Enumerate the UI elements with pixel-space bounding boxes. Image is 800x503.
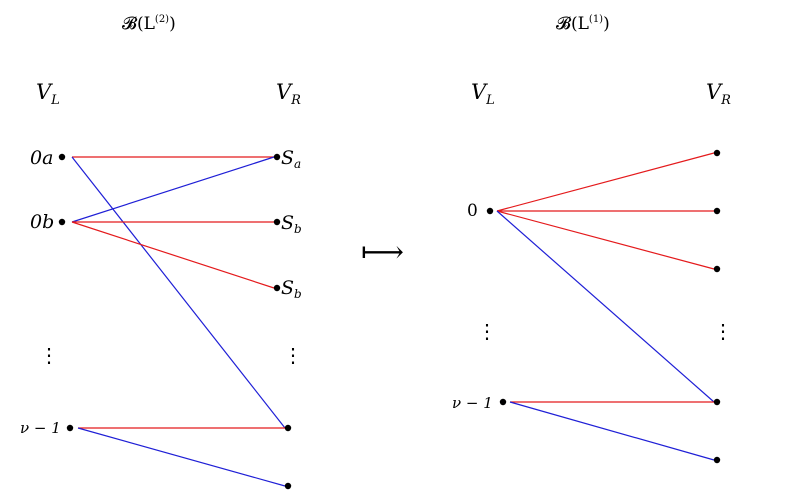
right-title-base: 𝓑(L bbox=[556, 14, 589, 34]
left_graph-node-Sb1 bbox=[273, 218, 281, 226]
left-graph-title: 𝓑(L(2)) bbox=[122, 14, 176, 34]
right-graph-node-label-vm1: ν − 1 bbox=[452, 394, 493, 412]
right-node-label-Sa: Sa bbox=[281, 147, 301, 171]
left_graph-node-r4 bbox=[284, 424, 292, 432]
left_graph-node-r5 bbox=[284, 482, 292, 490]
maps-to-arrow: ⟼ bbox=[361, 235, 404, 270]
right_graph-node-q1 bbox=[713, 149, 721, 157]
right-graph-node-label-0: 0 bbox=[467, 201, 478, 221]
left_graph-node-vm1 bbox=[66, 424, 74, 432]
left-title-close: ) bbox=[169, 14, 176, 34]
left-graph-right-ellipsis: ⋮ bbox=[283, 343, 303, 367]
left-graph-left-ellipsis: ⋮ bbox=[39, 343, 59, 367]
right_graph-edge-0-q1-red bbox=[496, 152, 715, 212]
right_graph-node-q5 bbox=[713, 456, 721, 464]
left-title-sup: (2) bbox=[155, 14, 169, 25]
left_graph-node-Sa bbox=[273, 153, 281, 161]
right-graph-nodes bbox=[486, 149, 721, 464]
right_graph-edge-0-q4-blue bbox=[496, 210, 715, 403]
left-title-base: 𝓑(L bbox=[122, 14, 155, 34]
left_graph-edge-0b-Sa-blue bbox=[71, 156, 275, 223]
left_graph-edge-0a-r4-blue bbox=[71, 156, 286, 429]
left_graph-edge-0b-Sb2-red bbox=[71, 221, 275, 289]
right_graph-node-vm1 bbox=[499, 398, 507, 406]
left-node-label-vm1: ν − 1 bbox=[20, 419, 61, 437]
right-graph-title: 𝓑(L(1)) bbox=[556, 14, 610, 34]
right-graph: 𝓑(L(1)) VL VR 0 ν − 1 ⋮ ⋮ bbox=[452, 14, 733, 464]
left-graph: 𝓑(L(2)) VL VR 0a 0b ν − 1 Sa Sb Sb ⋮ ⋮ bbox=[20, 14, 303, 490]
right-graph-vr-header: VR bbox=[706, 80, 731, 108]
left-node-label-0a: 0a bbox=[30, 147, 53, 169]
left_graph-node-0b bbox=[58, 218, 66, 226]
left-graph-vl-header: VL bbox=[36, 80, 60, 108]
right_graph-edge-vm1-q5-blue bbox=[509, 401, 715, 461]
right_graph-node-0 bbox=[486, 207, 494, 215]
right-graph-left-ellipsis: ⋮ bbox=[477, 319, 497, 343]
right-graph-right-ellipsis: ⋮ bbox=[713, 319, 733, 343]
right_graph-edge-0-q3-red bbox=[496, 210, 715, 270]
left-graph-nodes bbox=[58, 153, 292, 490]
right-graph-edges bbox=[496, 152, 715, 461]
right-graph-vl-header: VL bbox=[471, 80, 495, 108]
right-node-label-Sb1: Sb bbox=[281, 212, 302, 236]
left-graph-vr-header: VR bbox=[276, 80, 301, 108]
right_graph-node-q2 bbox=[713, 207, 721, 215]
right-title-close: ) bbox=[603, 14, 610, 34]
left_graph-node-0a bbox=[58, 153, 66, 161]
right-title-sup: (1) bbox=[589, 14, 603, 25]
right-node-label-Sb2: Sb bbox=[281, 277, 302, 301]
left-node-label-0b: 0b bbox=[30, 211, 54, 233]
right_graph-node-q3 bbox=[713, 265, 721, 273]
left-graph-edges bbox=[71, 156, 286, 487]
right_graph-node-q4 bbox=[713, 398, 721, 406]
left_graph-edge-vm1-r5-blue bbox=[77, 427, 286, 487]
left_graph-node-Sb2 bbox=[273, 284, 281, 292]
